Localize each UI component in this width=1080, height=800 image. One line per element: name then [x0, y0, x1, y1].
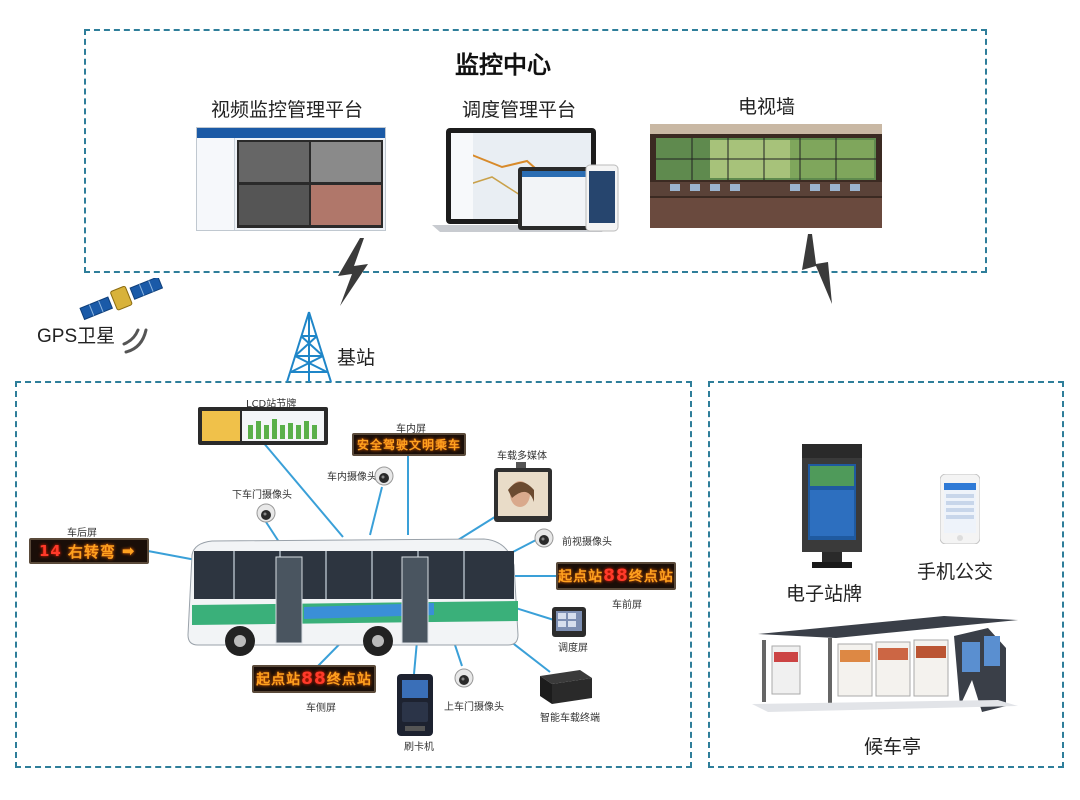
dome-camera-icon: [374, 466, 394, 486]
dispatch-devices: [432, 128, 619, 232]
bus-system-box: [15, 381, 692, 768]
base-station-tower-icon: [286, 311, 332, 383]
card-reader-image: [397, 674, 433, 736]
side-led-text-a: 起点站: [256, 672, 302, 688]
side-led-screen: 起点站 88 终点站: [252, 665, 376, 693]
satellite-icon: [79, 278, 164, 354]
line-interior-camera: [369, 486, 383, 536]
dispatch-screen-label: 调度屏: [558, 643, 588, 654]
bus-shelter-image: [752, 616, 1018, 712]
video-platform-label: 视频监控管理平台: [211, 99, 364, 121]
rear-led-number: 14: [39, 542, 62, 560]
lightning-icon-right: [802, 234, 832, 304]
e-board-label: 电子站牌: [786, 583, 863, 605]
center-title: 监控中心: [455, 51, 551, 79]
lightning-icon-left: [338, 238, 368, 306]
front-screen-label: 车前屏: [612, 600, 642, 611]
terminal-label: 智能车载终端: [540, 713, 600, 724]
interior-led-text: 安全驾驶文明乘车: [356, 438, 461, 452]
lcd-board-label: LCD站节牌: [246, 399, 297, 410]
front-camera-icon: [534, 528, 554, 548]
mobile-label: 手机公交: [917, 561, 994, 583]
tv-wall-label: 电视墙: [738, 96, 796, 118]
rear-led-screen: 14 右转弯 ➡: [29, 538, 149, 564]
e-board-image: [802, 444, 862, 568]
card-reader-label: 刷卡机: [404, 742, 434, 753]
front-led-text-b: 终点站: [628, 569, 674, 585]
rear-door-camera-label: 下车门摄像头: [232, 490, 292, 501]
interior-screen-label: 车内屏: [396, 424, 426, 435]
rear-door-camera-icon: [256, 503, 276, 523]
front-led-screen: 起点站 88 终点站: [556, 562, 676, 590]
line-rear-screen: [147, 550, 197, 561]
dispatch-screen-image: [552, 607, 586, 637]
video-platform-screen: [196, 127, 386, 231]
gps-label: GPS卫星: [37, 326, 116, 347]
line-lcd-board: [261, 440, 344, 538]
terminal-image: [540, 670, 592, 704]
base-station-label: 基站: [337, 347, 376, 369]
bus-image: [187, 538, 519, 656]
side-led-number: 88: [301, 669, 327, 689]
monitoring-center-box: [84, 29, 987, 273]
dispatch-platform-label: 调度管理平台: [462, 99, 577, 121]
interior-led-screen: 安全驾驶文明乘车: [352, 433, 466, 456]
front-led-text-a: 起点站: [558, 569, 604, 585]
shelter-label: 候车亭: [864, 736, 922, 758]
media-label: 车载多媒体: [497, 451, 547, 462]
front-camera-label: 前视摄像头: [562, 537, 612, 548]
tv-wall-image: [650, 124, 882, 228]
mobile-phone-image: [940, 474, 980, 544]
station-system-box: [708, 381, 1064, 768]
side-led-text-b: 终点站: [326, 672, 372, 688]
front-door-camera-label: 上车门摄像头: [444, 702, 504, 713]
front-led-number: 88: [603, 566, 629, 586]
media-screen-image: [494, 462, 552, 522]
rear-screen-label: 车后屏: [67, 528, 97, 539]
rear-led-arrow-icon: ➡: [121, 542, 136, 560]
interior-camera-label: 车内摄像头: [327, 472, 377, 483]
side-screen-label: 车侧屏: [306, 703, 336, 714]
rear-led-text: 右转弯: [67, 542, 116, 561]
lcd-board-image: [198, 407, 328, 445]
front-door-camera-icon: [454, 668, 474, 688]
